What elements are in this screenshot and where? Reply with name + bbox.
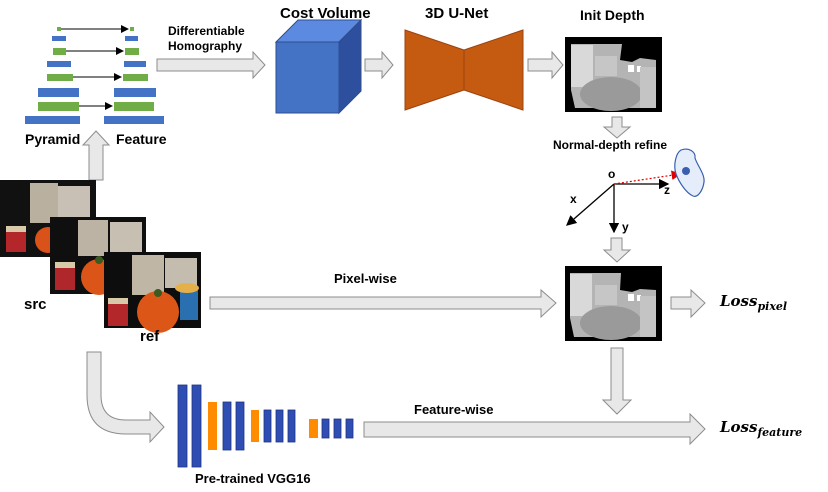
arrow-homography xyxy=(156,50,266,80)
unet-label: 3D U-Net xyxy=(425,5,489,22)
ref-label: ref xyxy=(140,328,160,345)
feature-wise-label: Feature-wise xyxy=(414,402,494,417)
ray-to-surface xyxy=(613,170,682,185)
unet-shape xyxy=(404,29,524,111)
axis-z-label: z xyxy=(664,183,670,197)
init-depth-image xyxy=(565,37,662,112)
surface-point xyxy=(682,167,690,175)
feature-pyramid xyxy=(25,25,164,124)
arrow-pixel-wise xyxy=(209,288,557,319)
vgg16-network xyxy=(177,384,354,468)
feature-level-3-green xyxy=(123,74,148,81)
arrow-initdepth-refine xyxy=(602,116,632,139)
unet-decoder xyxy=(463,29,524,111)
pyramid-level-1-green xyxy=(57,27,61,31)
coordinate-axes xyxy=(566,148,705,234)
pyramid-level-3-green xyxy=(47,74,73,81)
vgg-label: Pre-trained VGG16 xyxy=(195,471,311,486)
pixel-wise-label: Pixel-wise xyxy=(334,271,397,286)
unet-encoder xyxy=(404,29,465,111)
axis-o-label: o xyxy=(608,167,616,181)
input-photos xyxy=(0,180,201,333)
axis-y-label: y xyxy=(622,220,629,234)
feature-level-2-blue xyxy=(125,36,138,41)
cost-volume-label: Cost Volume xyxy=(280,5,371,22)
pyramid-level-2-blue xyxy=(52,36,66,41)
loss-pixel-label: Losspixel xyxy=(720,292,788,313)
pyramid-level-3-blue xyxy=(47,61,71,67)
pyramid-level-4-blue xyxy=(38,88,79,97)
cube-front xyxy=(275,41,340,114)
ref-photo xyxy=(104,252,201,333)
feature-level-3-blue xyxy=(124,61,146,67)
arrow-refine-output xyxy=(602,237,632,263)
refined-depth-image xyxy=(565,266,662,341)
pyramid-level-4-green xyxy=(38,102,79,111)
init-depth-label: Init Depth xyxy=(580,7,645,23)
arrow-images-vgg xyxy=(86,351,165,444)
feature-label: Feature xyxy=(116,131,167,147)
arrow-costvolume-unet xyxy=(364,50,394,80)
src-label: src xyxy=(24,296,47,313)
pyramid-label: Pyramid xyxy=(25,131,81,147)
normal-depth-refine-label: Normal-depth refine xyxy=(553,138,668,152)
feature-level-1-green xyxy=(130,27,134,31)
flow-arrows xyxy=(81,50,706,446)
homography-label-line1: Differentiable xyxy=(168,24,245,38)
arrow-feature-wise xyxy=(363,412,706,446)
feature-level-5-blue xyxy=(104,116,164,124)
x-axis xyxy=(566,183,615,226)
pyramid-level-2-green xyxy=(53,48,66,55)
homography-label-line2: Homography xyxy=(168,39,243,53)
feature-level-4-green xyxy=(114,102,154,111)
arrow-depth-to-feature-loss xyxy=(601,347,633,415)
pyramid-level-5-blue xyxy=(25,116,80,124)
cost-volume-cube xyxy=(274,18,363,115)
feature-level-4-blue xyxy=(114,88,156,97)
axis-x-label: x xyxy=(570,192,577,206)
arrow-images-pyramid xyxy=(81,130,111,181)
feature-level-2-green xyxy=(125,48,139,55)
arrow-loss-pixel xyxy=(670,288,706,319)
loss-feature-label: Lossfeature xyxy=(720,418,803,439)
arrow-unet-initdepth xyxy=(527,50,564,80)
